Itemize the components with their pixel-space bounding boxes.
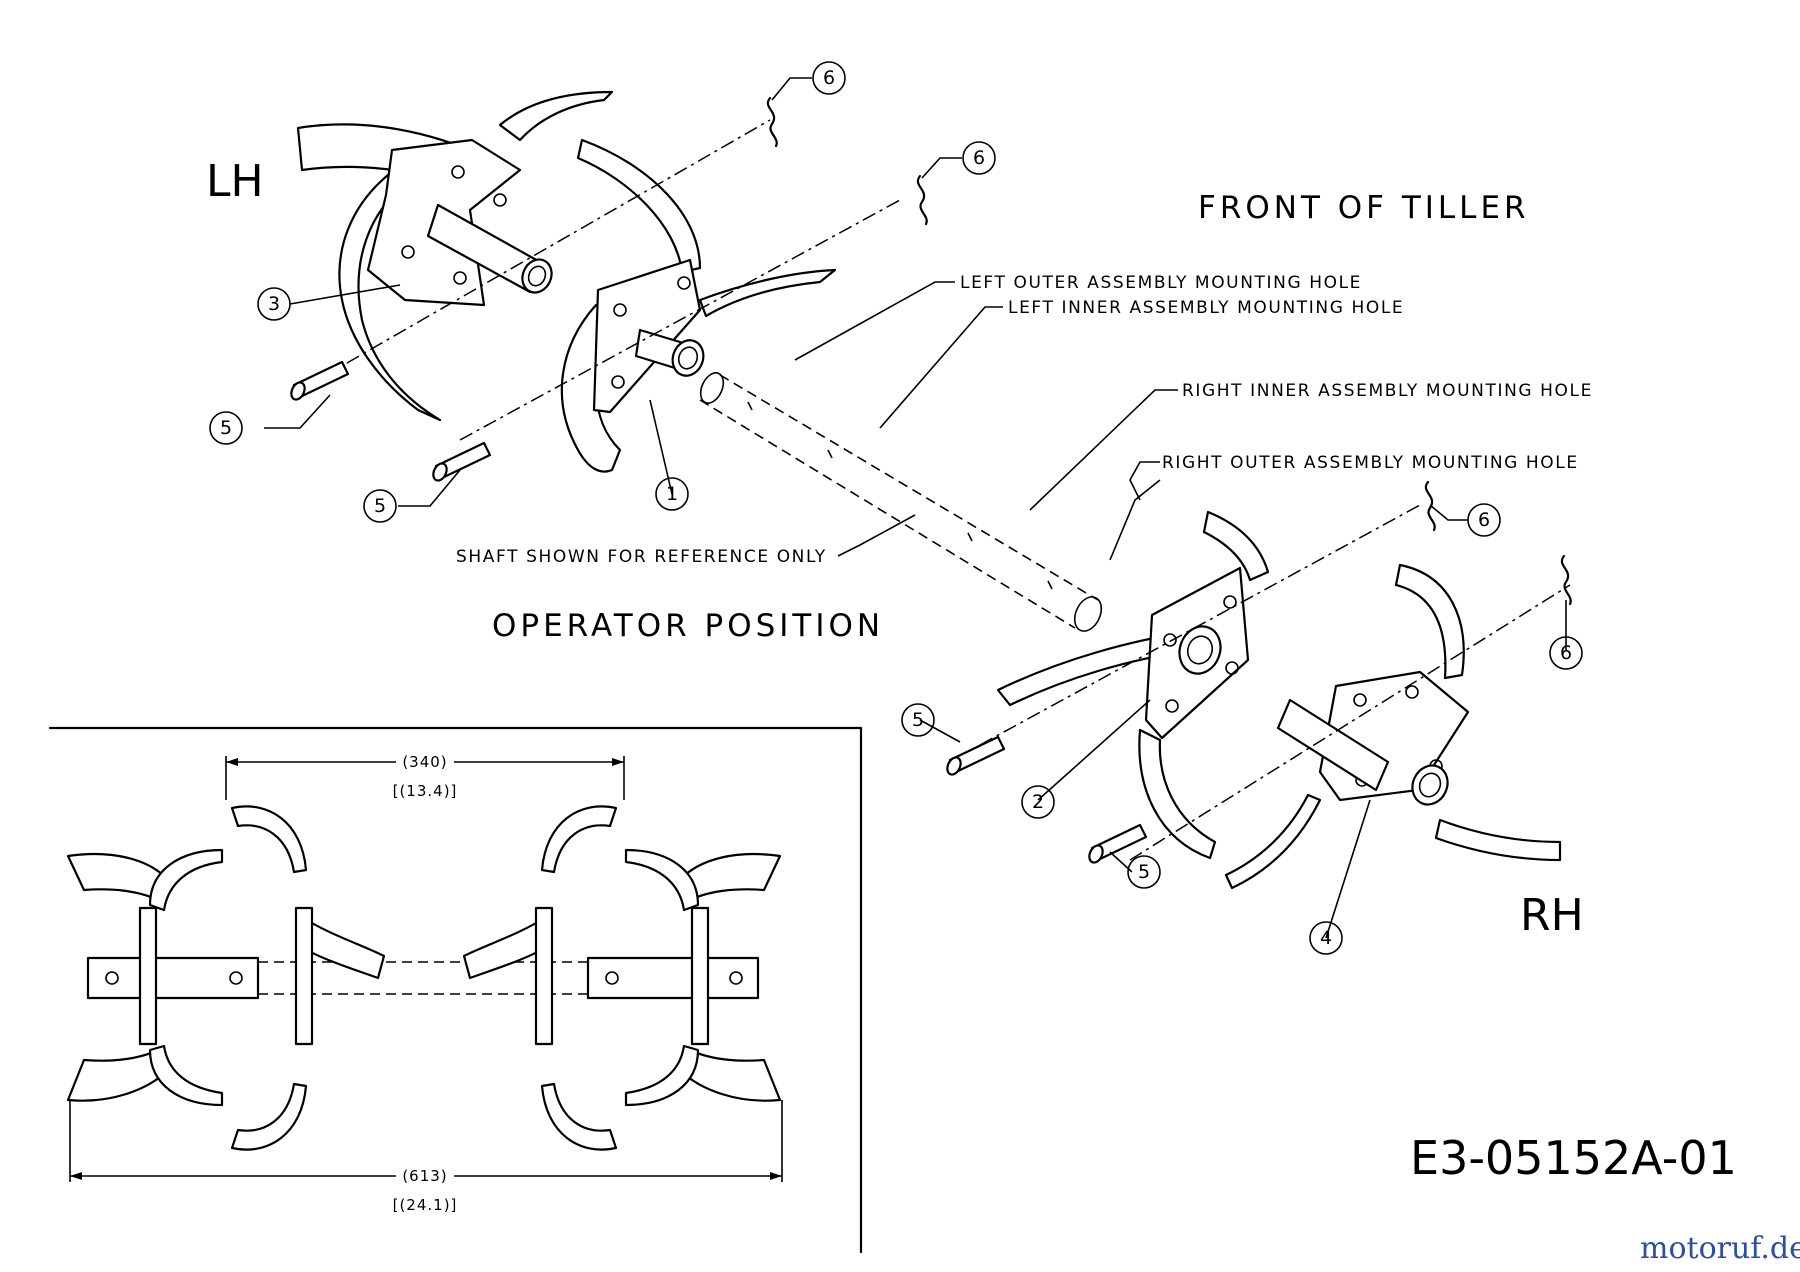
svg-text:5: 5 <box>220 417 232 439</box>
shaft <box>699 372 1103 632</box>
callout-6d: 6 <box>1549 636 1583 670</box>
svg-text:3: 3 <box>268 293 280 315</box>
clip-c <box>1424 480 1436 532</box>
lh-label: LH <box>206 156 264 207</box>
centerlines <box>299 119 1571 861</box>
callout-1: 1 <box>655 477 689 511</box>
hitch-pin-d <box>1088 823 1148 864</box>
dimension-inset: (340) [(13.4)] (613) [(24.1)] <box>48 726 863 1254</box>
drawing-number: E3-05152A-01 <box>1410 1131 1737 1185</box>
left-outer-hole-label: LEFT OUTER ASSEMBLY MOUNTING HOLE <box>960 273 1362 293</box>
rh-label: RH <box>1520 890 1584 941</box>
hitch-pin-c <box>946 735 1006 776</box>
clip-b <box>916 174 928 226</box>
svg-text:2: 2 <box>1032 791 1044 813</box>
hitch-pin-b <box>432 441 492 482</box>
inner-dimension-in: [(13.4)] <box>393 782 458 800</box>
operator-position-label: OPERATOR POSITION <box>492 608 884 644</box>
callout-5b: 5 <box>363 489 397 523</box>
lh-tine-assembly <box>296 90 837 473</box>
callouts: 6 6 3 5 5 1 6 6 5 2 5 4 <box>209 61 1583 955</box>
inner-dimension-mm: (340) <box>402 753 447 771</box>
callout-5d: 5 <box>1127 855 1161 889</box>
callout-2: 2 <box>1021 785 1055 819</box>
callout-5a: 5 <box>209 411 243 445</box>
callout-6c: 6 <box>1467 503 1501 537</box>
pins <box>290 360 1148 864</box>
front-of-tiller-label: FRONT OF TILLER <box>1198 190 1530 226</box>
svg-text:6: 6 <box>823 67 835 89</box>
overall-dimension-mm: (613) <box>402 1167 447 1185</box>
svg-text:5: 5 <box>374 495 386 517</box>
hitch-pin-a <box>290 360 350 401</box>
callout-6a: 6 <box>812 61 846 95</box>
callout-3: 3 <box>257 287 291 321</box>
shaft-note-label: SHAFT SHOWN FOR REFERENCE ONLY <box>456 547 827 567</box>
right-outer-hole-label: RIGHT OUTER ASSEMBLY MOUNTING HOLE <box>1162 453 1579 473</box>
left-inner-hole-label: LEFT INNER ASSEMBLY MOUNTING HOLE <box>1008 298 1404 318</box>
callout-5c: 5 <box>901 703 935 737</box>
svg-text:5: 5 <box>912 709 924 731</box>
overall-dimension-in: [(24.1)] <box>393 1196 458 1214</box>
clips <box>766 96 1572 606</box>
svg-text:6: 6 <box>973 147 985 169</box>
svg-text:6: 6 <box>1478 509 1490 531</box>
watermark-logo: motoruf.de <box>1640 1231 1800 1266</box>
leader-lines <box>264 77 1567 939</box>
right-inner-hole-label: RIGHT INNER ASSEMBLY MOUNTING HOLE <box>1182 381 1593 401</box>
svg-text:1: 1 <box>666 483 678 505</box>
svg-text:4: 4 <box>1320 927 1332 949</box>
clip-a <box>766 96 778 148</box>
svg-text:5: 5 <box>1138 861 1150 883</box>
callout-6b: 6 <box>962 141 996 175</box>
clip-d <box>1560 554 1572 606</box>
rh-tine-assembly <box>996 510 1562 890</box>
svg-text:6: 6 <box>1560 642 1572 664</box>
callout-4: 4 <box>1309 921 1343 955</box>
